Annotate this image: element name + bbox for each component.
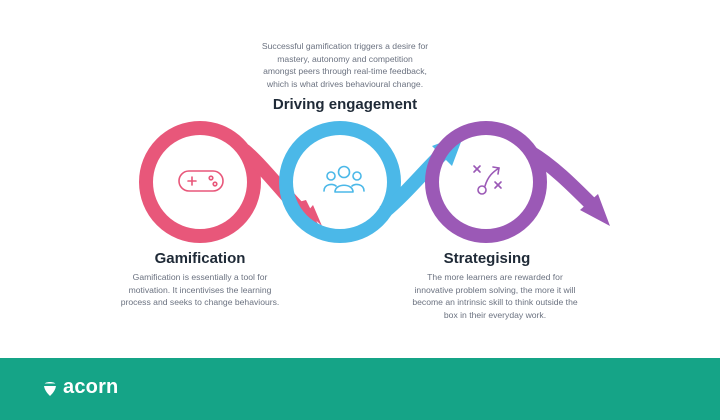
- footer-bar: acorn: [0, 358, 720, 420]
- process-diagram: Driving engagement Successful gamificati…: [120, 41, 610, 320]
- strategising-loop: [425, 121, 610, 243]
- strategising-title: Strategising: [443, 250, 531, 267]
- gamification-description: Gamification is essentially a tool for m…: [120, 272, 280, 307]
- strategy-play-icon: [473, 165, 502, 195]
- driving-engagement-description: Successful gamification triggers a desir…: [261, 41, 429, 89]
- brand-logo[interactable]: acorn: [42, 376, 118, 399]
- process-flow-graphic: [139, 121, 610, 243]
- group-of-people-icon: [323, 165, 365, 193]
- game-controller-icon: [178, 170, 224, 192]
- driving-engagement-title: Driving engagement: [272, 96, 418, 113]
- acorn-leaf-icon: [44, 381, 56, 396]
- brand-name: acorn: [63, 376, 119, 398]
- strategising-description: The more learners are rewarded for innov…: [412, 272, 578, 320]
- gamification-title: Gamification: [154, 250, 246, 267]
